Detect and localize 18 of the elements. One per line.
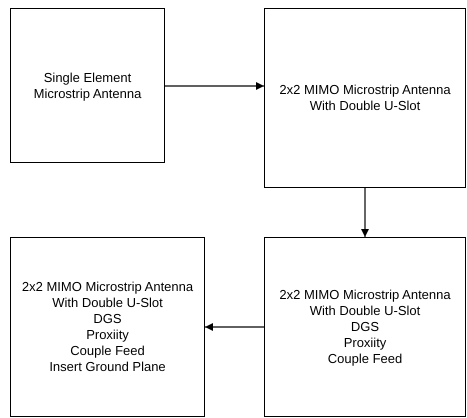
arrow: [361, 188, 369, 237]
box-text: Proxiity: [344, 335, 386, 351]
box-text: DGS: [93, 311, 122, 327]
box-text: 2x2 MIMO Microstrip Antenna With Double U-Slot: [278, 82, 452, 114]
box-text: Insert Ground Plane: [49, 359, 166, 375]
box-text: Couple Feed: [70, 343, 145, 359]
process-box: [10, 8, 165, 163]
box-text: Couple Feed: [328, 351, 402, 367]
arrow: [165, 82, 264, 90]
box-text: 2x2 MIMO Microstrip Antenna With Double U-Slot: [278, 287, 452, 319]
process-box: [264, 237, 466, 417]
process-box: [264, 8, 466, 188]
box-text: DGS: [350, 319, 380, 335]
box-text: Single Element Microstrip Antenna: [32, 70, 142, 102]
process-box: [10, 237, 205, 417]
box-text: Proxiity: [86, 327, 129, 343]
box-text: 2x2 MIMO Microstrip Antenna With Double U-Slot: [20, 279, 194, 311]
arrow: [205, 323, 264, 331]
